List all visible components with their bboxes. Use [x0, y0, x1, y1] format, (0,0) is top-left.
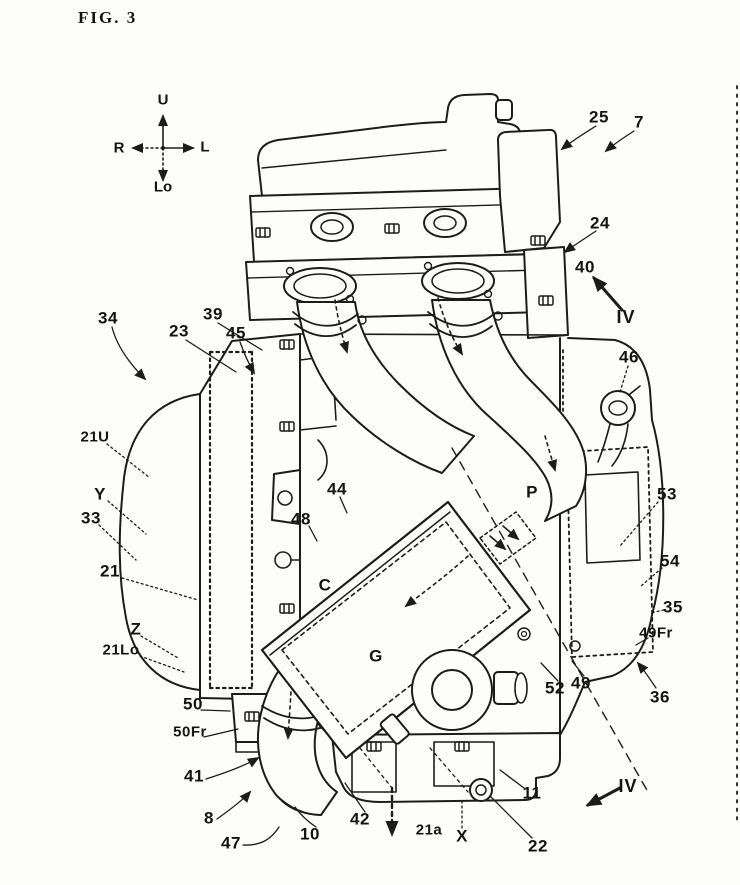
gas-flow-arrows: [283, 297, 557, 740]
pump-flow-detail: [479, 511, 537, 565]
leader-lines: [98, 125, 665, 846]
cylinder-head-upper: [249, 187, 535, 263]
oil-filler-cap: [597, 385, 641, 467]
figure-title: FIG. 3: [78, 8, 138, 27]
cam-chain-tower: [497, 128, 569, 339]
water-pump: [379, 649, 528, 745]
oil-pan: [331, 732, 561, 803]
clutch-cover: [517, 337, 665, 736]
orientation-compass: [131, 114, 195, 182]
cylinder-head-exhaust-flange: [245, 253, 545, 321]
valve-cover: [257, 93, 524, 197]
section-line-iv: [451, 275, 649, 807]
generator-cover: [118, 333, 301, 701]
exhaust-chamber-box: [260, 500, 532, 760]
